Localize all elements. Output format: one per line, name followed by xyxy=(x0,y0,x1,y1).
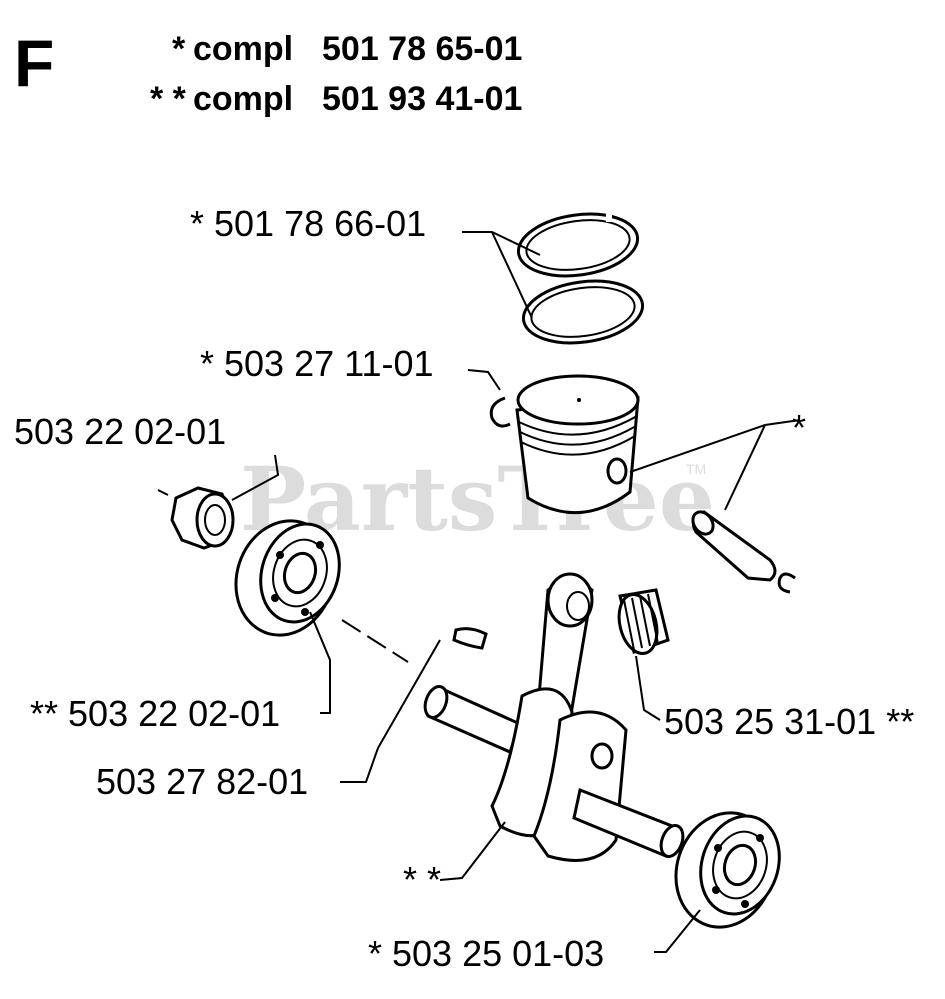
bearing-right[interactable] xyxy=(661,800,791,940)
header-line-1-prefix: * xyxy=(172,30,186,68)
piston[interactable] xyxy=(515,374,640,515)
header-line-1: * compl 501 78 65-01 xyxy=(172,30,522,68)
label-bearing-right: * 503 25 01-03 xyxy=(368,933,604,974)
label-piston-pin: * xyxy=(792,407,806,448)
header-line-1-number: 501 78 65-01 xyxy=(322,30,522,68)
header-line-2-prefix: * * xyxy=(150,80,187,118)
crankshaft[interactable] xyxy=(421,572,687,862)
header-line-2: * * compl 501 93 41-01 xyxy=(150,80,522,118)
label-bearing-left: ** 503 22 02-01 xyxy=(30,693,280,734)
bearing-left[interactable] xyxy=(221,508,351,648)
piston-rings[interactable] xyxy=(514,207,646,350)
circlip-right[interactable] xyxy=(777,572,796,594)
header-line-2-number: 501 93 41-01 xyxy=(322,80,522,118)
label-flange-nut: 503 22 02-01 xyxy=(14,411,226,452)
needle-bearing[interactable] xyxy=(613,588,670,657)
watermark-tm: TM xyxy=(686,461,706,477)
label-crankshaft: * * xyxy=(403,859,441,900)
section-letter: F xyxy=(14,26,54,100)
label-circlip: * 503 27 11-01 xyxy=(200,343,434,384)
label-piston-rings: * 501 78 66-01 xyxy=(190,203,426,244)
woodruff-key[interactable] xyxy=(452,627,488,650)
circlip[interactable] xyxy=(489,396,511,428)
piston-pin[interactable] xyxy=(689,508,777,582)
flange-nut[interactable] xyxy=(170,486,235,550)
header-line-1-word: compl xyxy=(193,30,293,68)
header-line-2-word: compl xyxy=(193,80,293,118)
label-woodruff-key: 503 27 82-01 xyxy=(96,761,308,802)
label-needle-bearing: 503 25 31-01 ** xyxy=(664,701,914,742)
